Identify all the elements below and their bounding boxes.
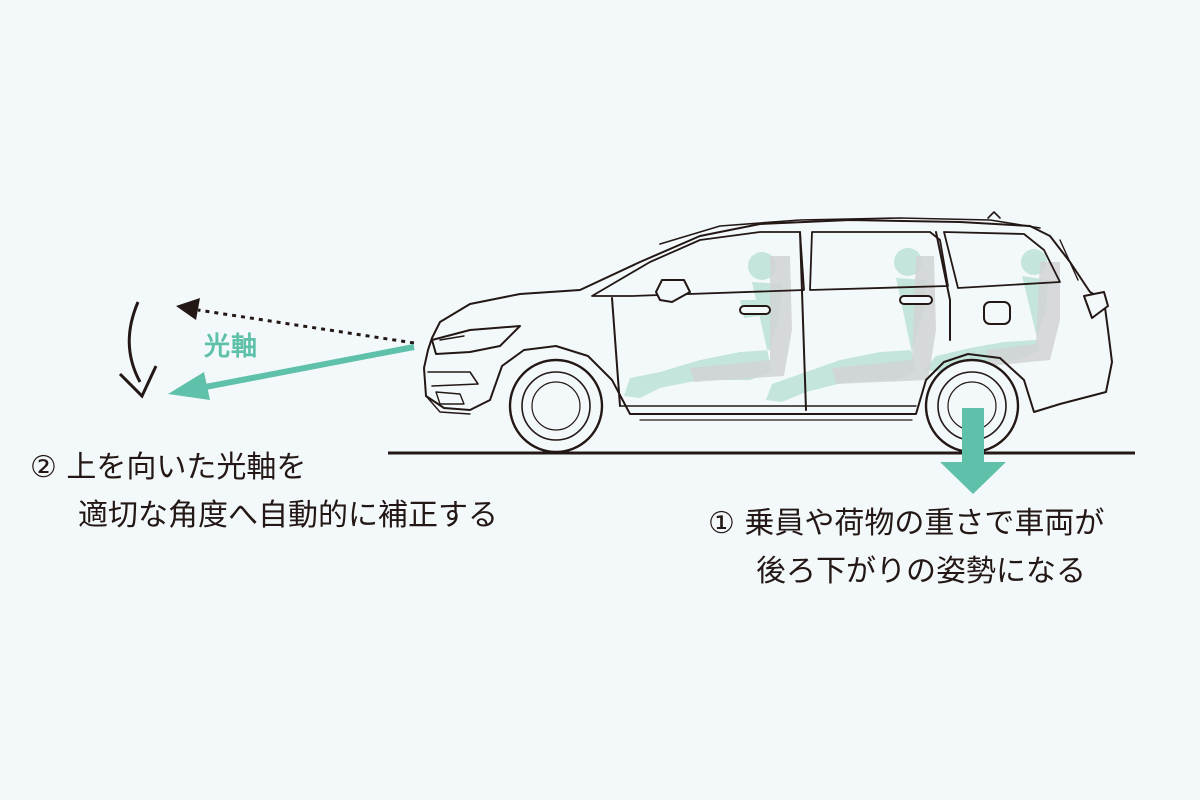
- car-illustration: [423, 211, 1113, 454]
- corrected-beam-arrow-icon: [168, 344, 415, 400]
- seats: [690, 256, 1060, 384]
- side-mirror: [655, 279, 691, 303]
- rear-window: [809, 231, 949, 291]
- front-wheel: [508, 358, 604, 454]
- correction-note: ② 上を向いた光軸を 適切な角度へ自動的に補正する: [30, 444, 498, 540]
- raised-beam-arrow-icon: [176, 298, 415, 345]
- load-note: ① 乗員や荷物の重さで車両が 後ろ下がりの姿勢になる: [708, 500, 1104, 596]
- load-note-line2: 後ろ下がりの姿勢になる: [756, 554, 1086, 589]
- correction-curve-arrow-icon: [118, 301, 158, 399]
- beam-axis-label: 光軸: [204, 332, 259, 362]
- headlight: [431, 325, 521, 355]
- load-down-arrow-icon: [940, 408, 1006, 494]
- car-body: [423, 219, 1113, 415]
- load-note-line1: ① 乗員や荷物の重さで車両が: [708, 506, 1105, 541]
- correction-note-line2: 適切な角度へ自動的に補正する: [78, 498, 498, 533]
- correction-note-line1: ② 上を向いた光軸を: [30, 450, 307, 485]
- quarter-window: [943, 231, 1061, 289]
